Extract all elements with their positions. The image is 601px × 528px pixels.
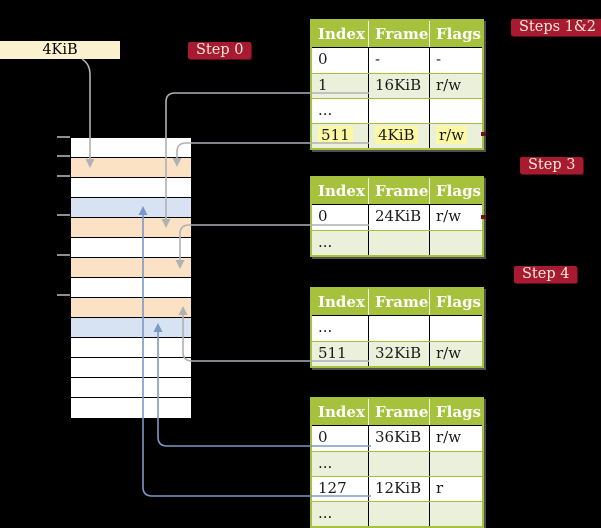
- highlighted-value: 511: [318, 126, 353, 144]
- column-header-index: Index: [312, 21, 369, 47]
- page-table-entry: ...: [312, 316, 482, 341]
- page-table-entry: ...: [312, 98, 482, 123]
- column-header-frame: Frame: [369, 178, 430, 204]
- memory-tick: [57, 294, 70, 296]
- memory-frame-empty: [71, 398, 191, 418]
- cell-frame: 16KiB: [369, 74, 430, 98]
- badge-step-0: Step 0: [188, 42, 252, 59]
- memory-frame-empty: [71, 178, 191, 198]
- memory-tick: [57, 136, 70, 138]
- cell-frame: 36KiB: [369, 426, 430, 451]
- cell-flags: r/w: [436, 76, 462, 94]
- page-table-entry: 0--: [312, 48, 482, 73]
- memory-frame-empty: [71, 238, 191, 258]
- cell-index: ...: [312, 99, 369, 123]
- cell-flags: [430, 502, 482, 526]
- cell-frame: 32KiB: [369, 342, 430, 366]
- memory-frame-empty: [71, 378, 191, 398]
- cell-frame: -: [369, 48, 430, 73]
- column-header-index: Index: [312, 399, 369, 425]
- cell-index: 511: [312, 124, 369, 148]
- physical-memory-column: [70, 137, 192, 419]
- memory-frame-table: [71, 158, 191, 178]
- cell-index: 511: [312, 342, 369, 366]
- cell-frame: [369, 502, 430, 526]
- memory-tick: [57, 175, 70, 177]
- cell-index: 0: [312, 48, 369, 73]
- memory-frame-empty: [71, 338, 191, 358]
- memory-frame-data: [71, 198, 191, 218]
- column-header-index: Index: [312, 178, 369, 204]
- cell-frame: [369, 452, 430, 476]
- column-header-flags: Flags: [430, 289, 482, 315]
- cell-index: 127: [312, 477, 369, 501]
- cell-flags: r/w: [436, 344, 462, 362]
- cell-flags: [430, 316, 482, 341]
- badge-step-3: Step 3: [520, 157, 584, 174]
- page-table-entry: ...: [312, 230, 482, 255]
- memory-tick: [57, 214, 70, 216]
- page-table-entry: 511 4KiB r/w: [312, 123, 482, 148]
- column-header-index: Index: [312, 289, 369, 315]
- cell-flags: r/w: [436, 207, 462, 225]
- memory-frame-table: [71, 298, 191, 318]
- badge-steps-1-2: Steps 1&2: [511, 19, 601, 36]
- column-header-frame: Frame: [369, 399, 430, 425]
- cell-index: ...: [312, 452, 369, 476]
- memory-tick: [57, 254, 70, 256]
- page-table-entry: ...: [312, 501, 482, 526]
- memory-tick: [57, 155, 70, 157]
- column-header-frame: Frame: [369, 21, 430, 47]
- cell-frame: 12KiB: [369, 477, 430, 501]
- memory-frame-empty: [71, 358, 191, 378]
- cell-index: ...: [312, 316, 369, 341]
- memory-frame-empty: [71, 138, 191, 158]
- cell-frame: [369, 231, 430, 255]
- memory-frame-data: [71, 318, 191, 338]
- cell-flags: -: [436, 50, 442, 68]
- memory-frame-table: [71, 218, 191, 238]
- memory-frame-empty: [71, 278, 191, 298]
- cell-frame: 24KiB: [369, 205, 430, 230]
- cell-flags: [430, 99, 482, 123]
- highlighted-value: r/w: [436, 126, 468, 144]
- memory-frame-table: [71, 258, 191, 278]
- cell-index: ...: [312, 231, 369, 255]
- badge-step-4: Step 4: [514, 266, 578, 283]
- page-table-entry: ...: [312, 451, 482, 476]
- cell-flags: r/w: [436, 428, 462, 446]
- column-header-flags: Flags: [430, 399, 482, 425]
- cell-index: ...: [312, 502, 369, 526]
- cell-frame: [369, 99, 430, 123]
- cell-flags: r: [436, 479, 444, 497]
- cell-flags: r/w: [430, 124, 482, 148]
- cell-flags: [430, 231, 482, 255]
- column-header-frame: Frame: [369, 289, 430, 315]
- cell-index: 0: [312, 426, 369, 451]
- cell-frame: 4KiB: [369, 124, 430, 148]
- cell-index: 1: [312, 74, 369, 98]
- free-frame-size-label: 4KiB: [0, 41, 120, 59]
- cell-flags: [430, 452, 482, 476]
- highlighted-value: 4KiB: [375, 126, 418, 144]
- cell-index: 0: [312, 205, 369, 230]
- column-header-flags: Flags: [430, 178, 482, 204]
- column-header-flags: Flags: [430, 21, 482, 47]
- cell-frame: [369, 316, 430, 341]
